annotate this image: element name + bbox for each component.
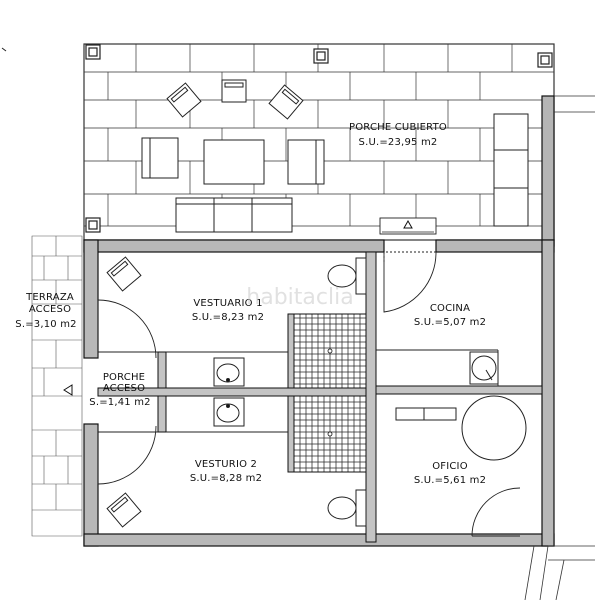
terraza-name: TERRAZA: [25, 292, 74, 303]
cocina-area: S.U.=5,07 m2: [414, 317, 486, 328]
terraza-area: S.=3,10 m2: [15, 319, 76, 330]
label-cocina: COCINA S.U.=5,07 m2: [414, 303, 486, 328]
porche-cubierto-area: S.U.=23,95 m2: [359, 137, 438, 148]
terrace-paving: [31, 235, 83, 537]
vestuario-2-name: VESTURIO 2: [195, 459, 257, 470]
porch-furniture: [141, 79, 529, 233]
label-porche-acceso: PORCHE ACCESO S.=1,41 m2: [89, 372, 150, 408]
label-porche-cubierto: PORCHE CUBIERTO S.U.=23,95 m2: [349, 122, 447, 148]
shower-2-drain: [327, 431, 333, 437]
label-terraza-acceso: TERRAZA ACCESO S.=3,10 m2: [15, 292, 76, 330]
label-vestuario-2: VESTURIO 2 S.U.=8,28 m2: [190, 459, 262, 484]
kitchen-fixtures: [395, 351, 527, 461]
door-swings: [97, 251, 521, 537]
porch-posts: [85, 44, 553, 233]
partition-lines: [98, 349, 499, 433]
entry-arrow-icon: [63, 384, 73, 396]
oficio-name: OFICIO: [432, 461, 468, 472]
terraza-name2: ACCESO: [29, 304, 71, 315]
cocina-name: COCINA: [430, 303, 470, 314]
oficio-area: S.U.=5,61 m2: [414, 475, 486, 486]
vestuario-2-area: S.U.=8,28 m2: [190, 473, 262, 484]
vestuario-1-area: S.U.=8,23 m2: [192, 312, 264, 323]
porche-acceso-area: S.=1,41 m2: [89, 397, 150, 408]
label-vestuario-1: VESTUARIO 1 S.U.=8,23 m2: [192, 298, 264, 323]
shower-1-drain: [327, 348, 333, 354]
exterior-walls: [83, 239, 555, 547]
margin-mark: [1, 47, 7, 52]
watermark: habitaclia: [246, 285, 353, 310]
porch-door-marker: [379, 217, 437, 235]
porch-right-column: [541, 95, 595, 247]
vestuario-1-name: VESTUARIO 1: [193, 298, 262, 309]
interior-walls: [97, 251, 543, 543]
bathroom-fixtures: [106, 256, 367, 528]
porche-acceso-name: PORCHE: [103, 372, 145, 383]
label-oficio: OFICIO S.U.=5,61 m2: [414, 461, 486, 486]
porche-acceso-name2: ACCESO: [103, 383, 145, 394]
exterior-ramp: [524, 545, 595, 600]
porche-cubierto-name: PORCHE CUBIERTO: [349, 122, 447, 133]
